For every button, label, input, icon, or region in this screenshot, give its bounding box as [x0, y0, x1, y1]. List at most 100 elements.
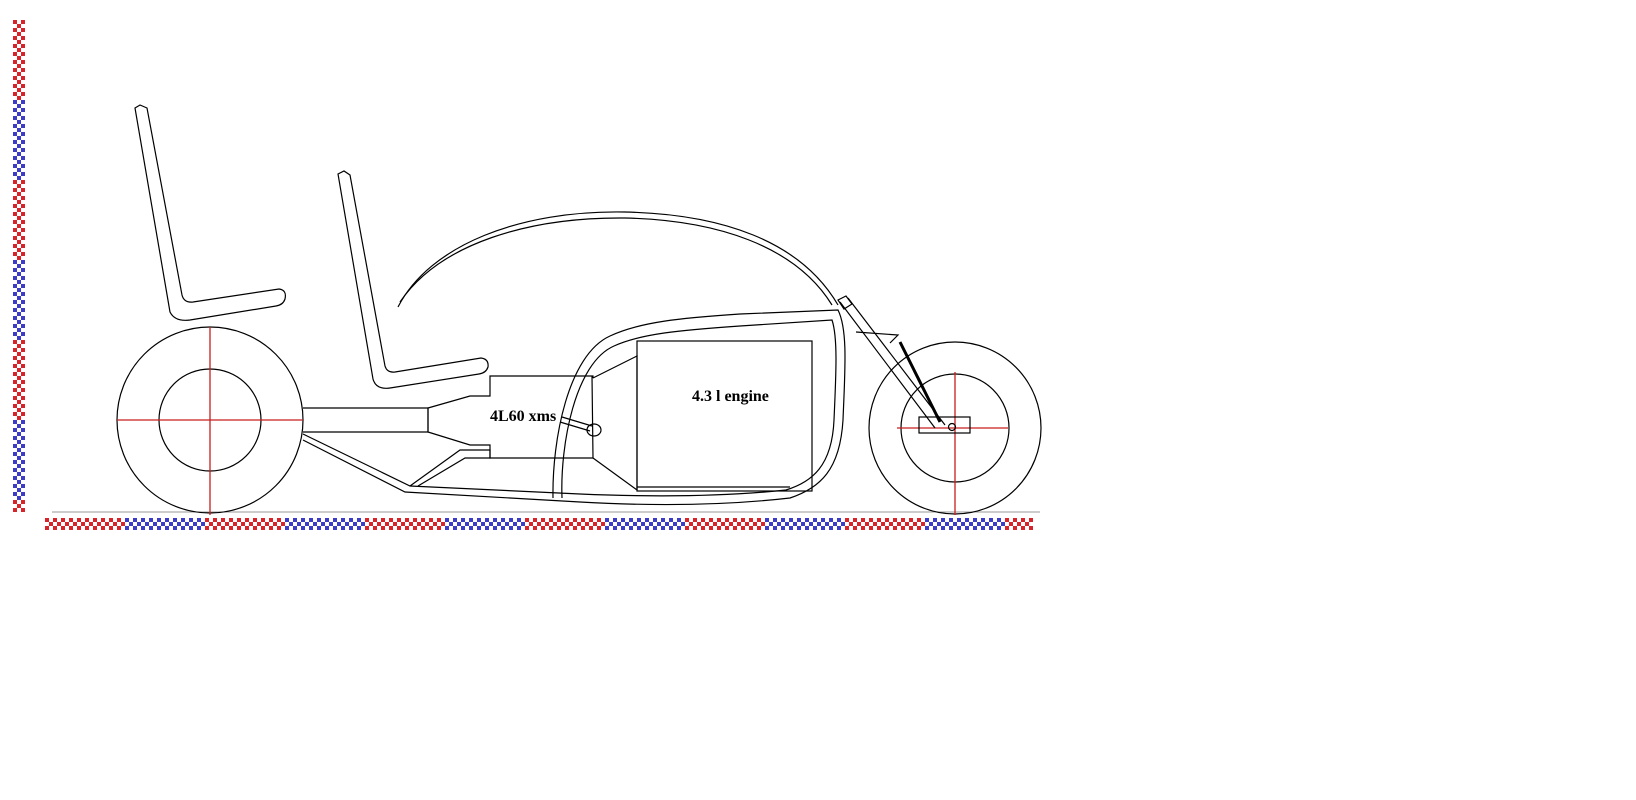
ruler-square [165, 526, 169, 530]
ruler-square [189, 518, 193, 522]
front-axle-block [918, 416, 971, 434]
ruler-square [285, 526, 289, 530]
ruler-square [13, 316, 17, 320]
ruler-square [17, 56, 21, 60]
ruler-square [797, 526, 801, 530]
ruler-square [733, 526, 737, 530]
ruler-square [969, 522, 973, 526]
ruler-square [501, 518, 505, 522]
ruler-square [785, 522, 789, 526]
ruler-square [557, 518, 561, 522]
ruler-square [21, 100, 25, 104]
ruler-square [21, 284, 25, 288]
ruler-square [125, 526, 129, 530]
ruler-square [353, 522, 357, 526]
ruler-square [845, 526, 849, 530]
ruler-square [341, 518, 345, 522]
ruler-square [525, 526, 529, 530]
ruler-square [21, 436, 25, 440]
ruler-square [957, 518, 961, 522]
ruler-square [433, 522, 437, 526]
ruler-square [501, 526, 505, 530]
ruler-square [849, 522, 853, 526]
ruler-square [181, 526, 185, 530]
ruler-square [437, 526, 441, 530]
ruler-square [21, 420, 25, 424]
ruler-square [17, 384, 21, 388]
ruler-square [801, 522, 805, 526]
ruler-square [605, 518, 609, 522]
ruler-square [497, 522, 501, 526]
ruler-square [13, 380, 17, 384]
ruler-square [749, 526, 753, 530]
ruler-square [377, 522, 381, 526]
ruler-square [17, 136, 21, 140]
ruler-square [13, 252, 17, 256]
ruler-square [653, 518, 657, 522]
ruler-square [517, 518, 521, 522]
ruler-square [621, 526, 625, 530]
ruler-square [21, 236, 25, 240]
ruler-square [525, 518, 529, 522]
ruler-square [21, 188, 25, 192]
ruler-square [565, 518, 569, 522]
ruler-square [21, 76, 25, 80]
ruler-square [13, 20, 17, 24]
ruler-square [17, 352, 21, 356]
ruler-square [469, 518, 473, 522]
ruler-square [13, 412, 17, 416]
ruler-square [13, 236, 17, 240]
ruler-square [581, 518, 585, 522]
ruler-square [1013, 518, 1017, 522]
ruler-square [437, 518, 441, 522]
front-axle [947, 422, 957, 432]
ruler-square [569, 522, 573, 526]
ruler-square [981, 526, 985, 530]
ruler-square [309, 518, 313, 522]
ruler-square [101, 518, 105, 522]
ruler-square [201, 522, 205, 526]
ruler-square [17, 504, 21, 508]
ruler-square [17, 200, 21, 204]
ruler-square [17, 400, 21, 404]
ruler-square [1021, 518, 1025, 522]
ruler-square [629, 526, 633, 530]
ruler-square [13, 268, 17, 272]
ruler-square [69, 518, 73, 522]
ruler-square [673, 522, 677, 526]
ruler-square [13, 260, 17, 264]
ruler-square [1025, 522, 1029, 526]
ruler-square [549, 518, 553, 522]
engine-label: 4.3 l engine [692, 388, 769, 405]
ruler-square [893, 518, 897, 522]
ruler-square [13, 324, 17, 328]
ruler-square [53, 518, 57, 522]
ruler-square [877, 526, 881, 530]
ruler-square [17, 408, 21, 412]
ruler-square [913, 522, 917, 526]
ruler-square [757, 518, 761, 522]
ruler-square [93, 518, 97, 522]
ruler-square [13, 108, 17, 112]
ruler-square [1017, 522, 1021, 526]
ruler-square [137, 522, 141, 526]
ruler-square [773, 526, 777, 530]
ruler-square [117, 526, 121, 530]
ruler-square [53, 526, 57, 530]
ruler-square [277, 518, 281, 522]
ruler-square [253, 518, 257, 522]
ruler-square [17, 24, 21, 28]
ruler-square [109, 518, 113, 522]
ruler-square [13, 460, 17, 464]
ruler-square [13, 140, 17, 144]
ruler-square [281, 522, 285, 526]
ruler-square [17, 432, 21, 436]
ruler-square [13, 476, 17, 480]
ruler-square [917, 518, 921, 522]
ruler-square [985, 522, 989, 526]
ruler-square [13, 508, 17, 512]
ruler-square [61, 526, 65, 530]
ruler-square [21, 244, 25, 248]
ruler-square [221, 518, 225, 522]
